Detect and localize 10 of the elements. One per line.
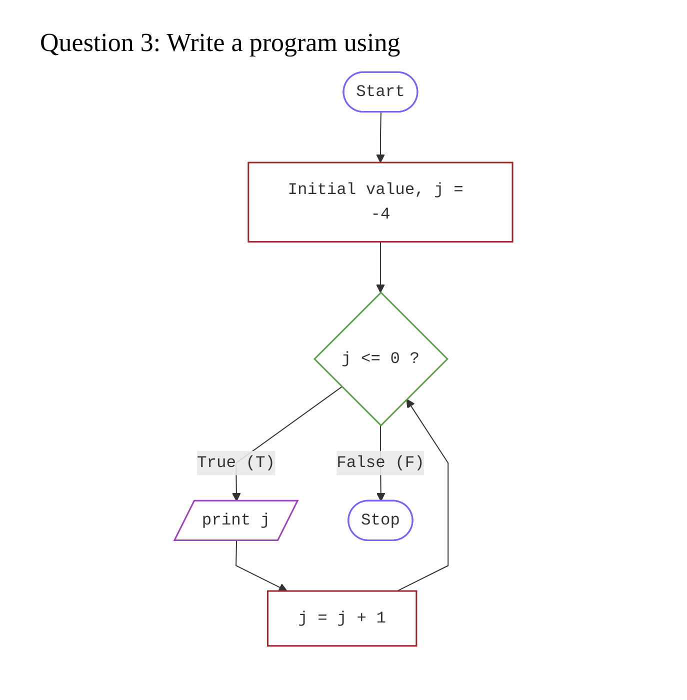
node-box: Initial value, j = -4 bbox=[248, 162, 514, 243]
arrow bbox=[396, 398, 449, 592]
edge-label: True (T) bbox=[197, 454, 276, 472]
arrow bbox=[236, 540, 288, 592]
arrow bbox=[376, 112, 385, 163]
edge-label: False (F) bbox=[336, 454, 424, 472]
question-title: Question 3: Write a program using bbox=[40, 28, 402, 58]
node-diamond: j <= 0 ? bbox=[313, 291, 448, 427]
arrow bbox=[376, 242, 385, 293]
node-box: j = j + 1 bbox=[266, 590, 418, 647]
